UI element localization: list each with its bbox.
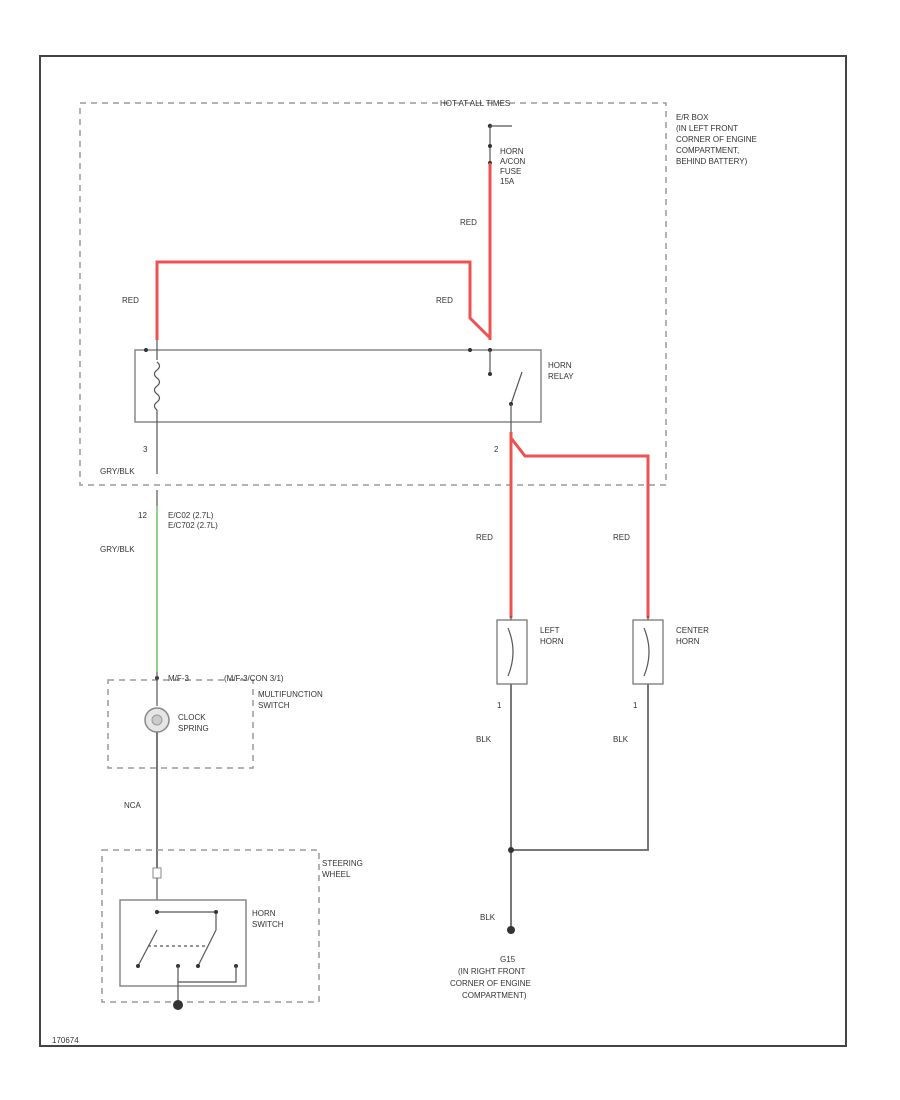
relay-pin-3: 3: [143, 445, 148, 454]
relay-label-1: HORN: [548, 361, 572, 370]
ground-wire-center-horn: [511, 684, 649, 851]
steering-label-2: WHEEL: [322, 870, 351, 879]
horn-switch-arm-right: [197, 929, 217, 967]
horn-switch-contact-3: [196, 964, 200, 968]
ground-label-1: (IN RIGHT FRONT: [458, 967, 526, 976]
er-box-label-4: COMPARTMENT,: [676, 146, 739, 155]
blk-label-center: BLK: [613, 735, 629, 744]
red-wire-relay-to-center-horn: [509, 437, 650, 618]
steering-wheel-boundary: [101, 849, 320, 1003]
red-wire-label-left-horn: RED: [476, 533, 493, 542]
center-horn-cone: [643, 627, 650, 677]
relay-coil: [153, 361, 161, 411]
fuse-mid-terminal: [488, 144, 492, 148]
center-horn-pin: 1: [633, 701, 638, 710]
horn-switch-node-left: [155, 910, 159, 914]
relay-label-2: RELAY: [548, 372, 574, 381]
left-horn-label-2: HORN: [540, 637, 564, 646]
gry-blk-label-2: GRY/BLK: [100, 545, 135, 554]
connector-label-1: E/C02 (2.7L): [168, 511, 214, 520]
mfs-label-2: SWITCH: [258, 701, 290, 710]
connector-pin: 12: [138, 511, 147, 520]
horn-switch-arm-left: [137, 929, 158, 967]
gry-blk-label-1: GRY/BLK: [100, 467, 135, 476]
steering-label-1: STEERING: [322, 859, 363, 868]
left-horn-label-1: LEFT: [540, 626, 560, 635]
red-wire-label-center-horn: RED: [613, 533, 630, 542]
horn-switch-ground-bus: [177, 966, 237, 983]
multifunction-switch-boundary: [107, 679, 254, 769]
connector-label-2: E/C702 (2.7L): [168, 521, 218, 530]
er-box-label-1: E/R BOX: [676, 113, 709, 122]
horn-switch-label-2: SWITCH: [252, 920, 284, 929]
horn-switch-label-1: HORN: [252, 909, 276, 918]
fuse-label-3: FUSE: [500, 167, 521, 176]
center-horn-body: [632, 619, 664, 685]
blk-label-ground: BLK: [480, 913, 496, 922]
ground-label-3: COMPARTMENT): [462, 991, 527, 1000]
fuse-label-4: 15A: [500, 177, 515, 186]
left-horn-pin: 1: [497, 701, 502, 710]
figure-id: 170674: [52, 1036, 79, 1045]
red-wire-top-loop: [155, 260, 492, 340]
horn-relay-box: [134, 349, 542, 423]
horn-switch-node-right: [214, 910, 218, 914]
steering-connector: [152, 867, 162, 879]
ground-splice: [508, 847, 514, 853]
hot-at-all-times-label: HOT AT ALL TIMES: [440, 99, 510, 108]
clock-spring-label-2: SPRING: [178, 724, 209, 733]
fuse-label-2: A/CON: [500, 157, 526, 166]
horn-switch-contact-1: [136, 964, 140, 968]
mfs-pin-label: M/F-3: [168, 674, 189, 683]
diagram-frame: [39, 55, 847, 1047]
red-wire-label-fuse: RED: [460, 218, 477, 227]
er-box-label-3: CORNER OF ENGINE: [676, 135, 757, 144]
clock-spring-label-1: CLOCK: [178, 713, 206, 722]
fuse-label-1: HORN: [500, 147, 524, 156]
clock-spring-center: [151, 714, 163, 726]
er-box-label-2: (IN LEFT FRONT: [676, 124, 738, 133]
horn-switch-box: [119, 899, 247, 987]
ground-label-2: CORNER OF ENGINE: [450, 979, 531, 988]
ground-name: G15: [500, 955, 516, 964]
red-wire-label-left: RED: [122, 296, 139, 305]
left-horn-cone: [507, 627, 514, 677]
horn-switch-ground-icon: [173, 1000, 183, 1010]
nca-label: NCA: [124, 801, 142, 810]
relay-pin-2: 2: [494, 445, 499, 454]
center-horn-label-1: CENTER: [676, 626, 709, 635]
relay-switch-arm: [510, 371, 523, 405]
relay-terminal-coil-top: [468, 348, 472, 352]
red-wire-label-right: RED: [436, 296, 453, 305]
relay-terminal-tl: [144, 348, 148, 352]
er-box-label-5: BEHIND BATTERY): [676, 157, 748, 166]
blk-label-left: BLK: [476, 735, 492, 744]
mfs-connector-label: (M/F-3/CON 3/1): [224, 674, 284, 683]
er-box-boundary: [79, 102, 667, 486]
relay-switch-pivot: [488, 372, 492, 376]
left-horn-body: [496, 619, 528, 685]
ground-g15-point: [507, 926, 515, 934]
mfs-label-1: MULTIFUNCTION: [258, 690, 323, 699]
center-horn-label-2: HORN: [676, 637, 700, 646]
